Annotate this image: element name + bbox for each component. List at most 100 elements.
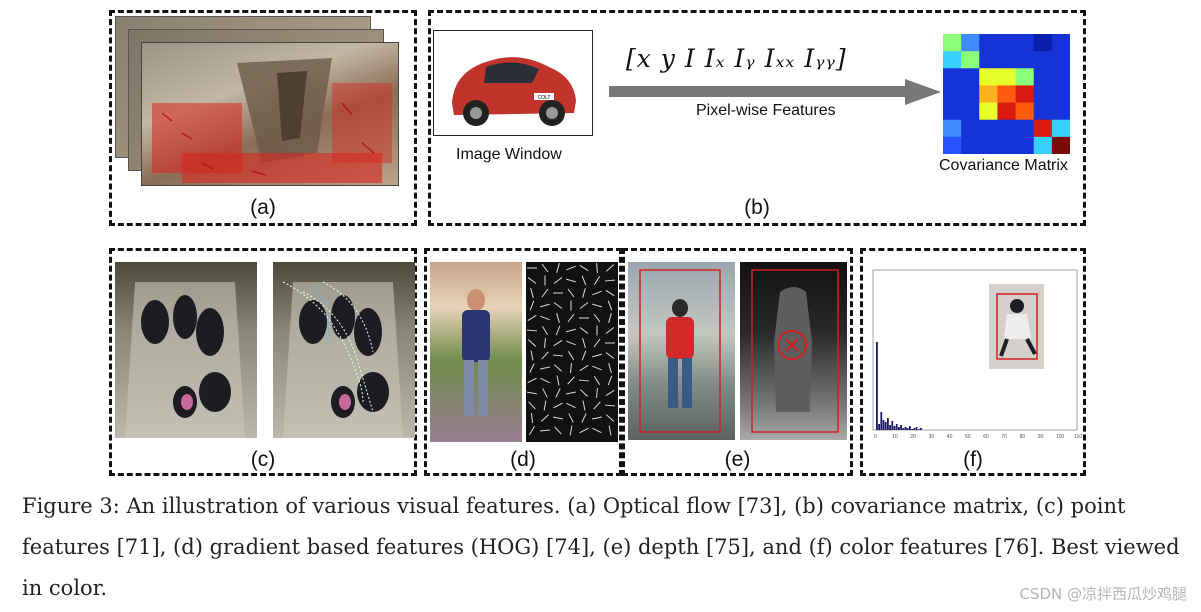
hog-cell xyxy=(541,288,549,298)
hog-cell xyxy=(567,350,575,361)
matrix-cell xyxy=(943,68,962,86)
hog-cell xyxy=(556,313,560,323)
matrix-cell xyxy=(961,102,980,121)
hog-cell xyxy=(608,425,612,436)
hog-cell xyxy=(605,264,615,272)
depth-rgb-image xyxy=(628,262,735,440)
hog-cell xyxy=(582,288,586,298)
histogram-bar xyxy=(906,428,909,430)
hog-cell xyxy=(527,339,537,347)
point-features-frame-right xyxy=(273,262,415,438)
hog-cell xyxy=(530,412,534,424)
histogram-bar xyxy=(911,429,913,430)
hog-cell xyxy=(605,289,615,297)
hog-cell xyxy=(553,277,563,284)
feature-vector: [x y I Iₓ Iᵧ Iₓₓ Iᵧᵧ] xyxy=(626,44,847,73)
panel-e: (e) xyxy=(622,248,853,476)
matrix-cell xyxy=(979,34,998,52)
histogram-bar xyxy=(893,426,896,430)
matrix-cell xyxy=(961,51,980,69)
histogram-bar xyxy=(909,426,911,430)
hog-cell xyxy=(605,352,615,359)
figure-caption: Figure 3: An illustration of various vis… xyxy=(22,486,1182,609)
histogram-tick-label: 70 xyxy=(1001,434,1007,440)
hog-cell xyxy=(578,379,590,382)
hog-cell xyxy=(607,375,613,386)
matrix-cell xyxy=(943,51,962,69)
matrix-cell xyxy=(1015,136,1035,154)
histogram-tick-label: 80 xyxy=(1020,434,1026,440)
hog-cell xyxy=(604,404,616,407)
hog-cell xyxy=(553,402,563,409)
matrix-cell xyxy=(1015,34,1035,52)
hog-cell xyxy=(579,327,589,334)
histogram-tick-label: 60 xyxy=(983,434,989,440)
matrix-cell xyxy=(961,85,980,104)
matrix-cell xyxy=(1051,51,1070,69)
histogram-bar xyxy=(887,418,889,430)
hog-cell xyxy=(528,401,536,410)
matrix-cell xyxy=(961,34,980,52)
caption-line-3: in color. xyxy=(22,576,108,600)
hog-cell xyxy=(596,262,598,274)
matrix-cell xyxy=(961,68,980,86)
svg-text:COLT: COLT xyxy=(538,95,551,101)
hog-cell xyxy=(605,389,615,397)
histogram-bar xyxy=(878,424,880,430)
hog-cell xyxy=(608,363,612,373)
optical-flow-image xyxy=(141,42,399,186)
hog-cell xyxy=(592,353,602,358)
hog-cell xyxy=(529,300,535,311)
matrix-cell xyxy=(1033,85,1053,104)
image-window-label: Image Window xyxy=(456,146,562,163)
matrix-cell xyxy=(997,68,1017,86)
point-features-frame-left xyxy=(115,262,257,438)
matrix-cell xyxy=(997,136,1017,154)
hog-cell xyxy=(604,279,616,282)
hog-cell xyxy=(565,391,577,395)
matrix-cell xyxy=(1051,34,1070,52)
matrix-cell xyxy=(943,34,962,52)
hog-cell xyxy=(527,277,537,284)
caption-line-2: features [71], (d) gradient based featur… xyxy=(22,535,1180,559)
matrix-cell xyxy=(1015,68,1035,86)
skater-image xyxy=(989,284,1044,369)
hog-cell xyxy=(553,339,563,347)
matrix-cell xyxy=(1033,119,1053,138)
histogram-tick-label: 30 xyxy=(929,434,935,440)
hog-cell xyxy=(527,314,537,322)
matrix-cell xyxy=(979,85,998,104)
hog-cell xyxy=(581,350,587,361)
histogram-bar xyxy=(920,428,922,430)
hog-cell xyxy=(530,288,534,298)
panel-c-label: (c) xyxy=(250,448,276,471)
matrix-cell xyxy=(997,51,1017,69)
hog-cell xyxy=(552,416,564,420)
hog-cell xyxy=(605,414,615,422)
matrix-cell xyxy=(1015,119,1035,138)
hog-cell xyxy=(541,263,549,273)
panel-d: (d) xyxy=(424,248,622,476)
caption-line-1: Figure 3: An illustration of various vis… xyxy=(22,494,1126,518)
panel-c: (c) xyxy=(109,248,417,476)
hog-cell xyxy=(579,427,589,434)
histogram-tick-label: 90 xyxy=(1038,434,1044,440)
panel-e-label: (e) xyxy=(724,448,751,471)
matrix-cell xyxy=(1051,119,1070,138)
hog-cell xyxy=(593,401,601,410)
image-window: COLT xyxy=(433,30,593,136)
hog-cell xyxy=(567,288,575,298)
hog-cell xyxy=(591,416,603,420)
hog-cell xyxy=(593,375,601,386)
histogram-bar xyxy=(880,412,883,430)
hog-visualization xyxy=(526,262,618,442)
hog-cell xyxy=(542,388,548,398)
optical-flow-illustration xyxy=(152,58,392,183)
hog-cell xyxy=(539,366,551,370)
matrix-cell xyxy=(943,136,962,154)
hog-cell xyxy=(526,329,538,332)
matrix-cell xyxy=(943,119,962,138)
pixel-features-arrow xyxy=(609,79,941,105)
matrix-cell xyxy=(1015,102,1035,121)
histogram-bar xyxy=(902,428,905,430)
